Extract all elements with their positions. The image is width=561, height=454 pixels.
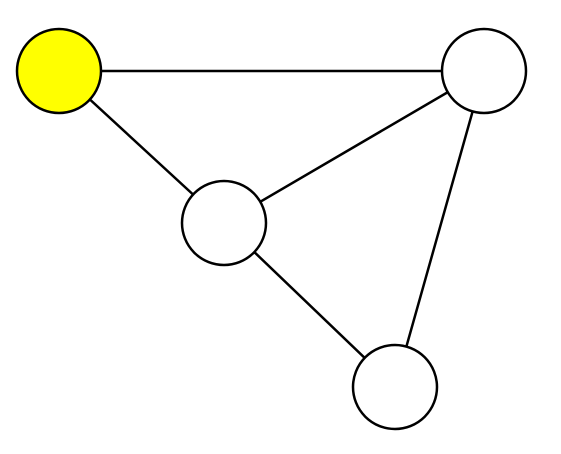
node-b <box>180 179 268 267</box>
node-d <box>351 343 439 431</box>
edge-c-d <box>393 69 486 389</box>
highlighted-node-a <box>15 27 103 115</box>
node-c <box>440 27 528 115</box>
edge-b-c <box>222 69 486 225</box>
nodes-layer <box>15 27 528 431</box>
edges-layer <box>57 69 486 389</box>
